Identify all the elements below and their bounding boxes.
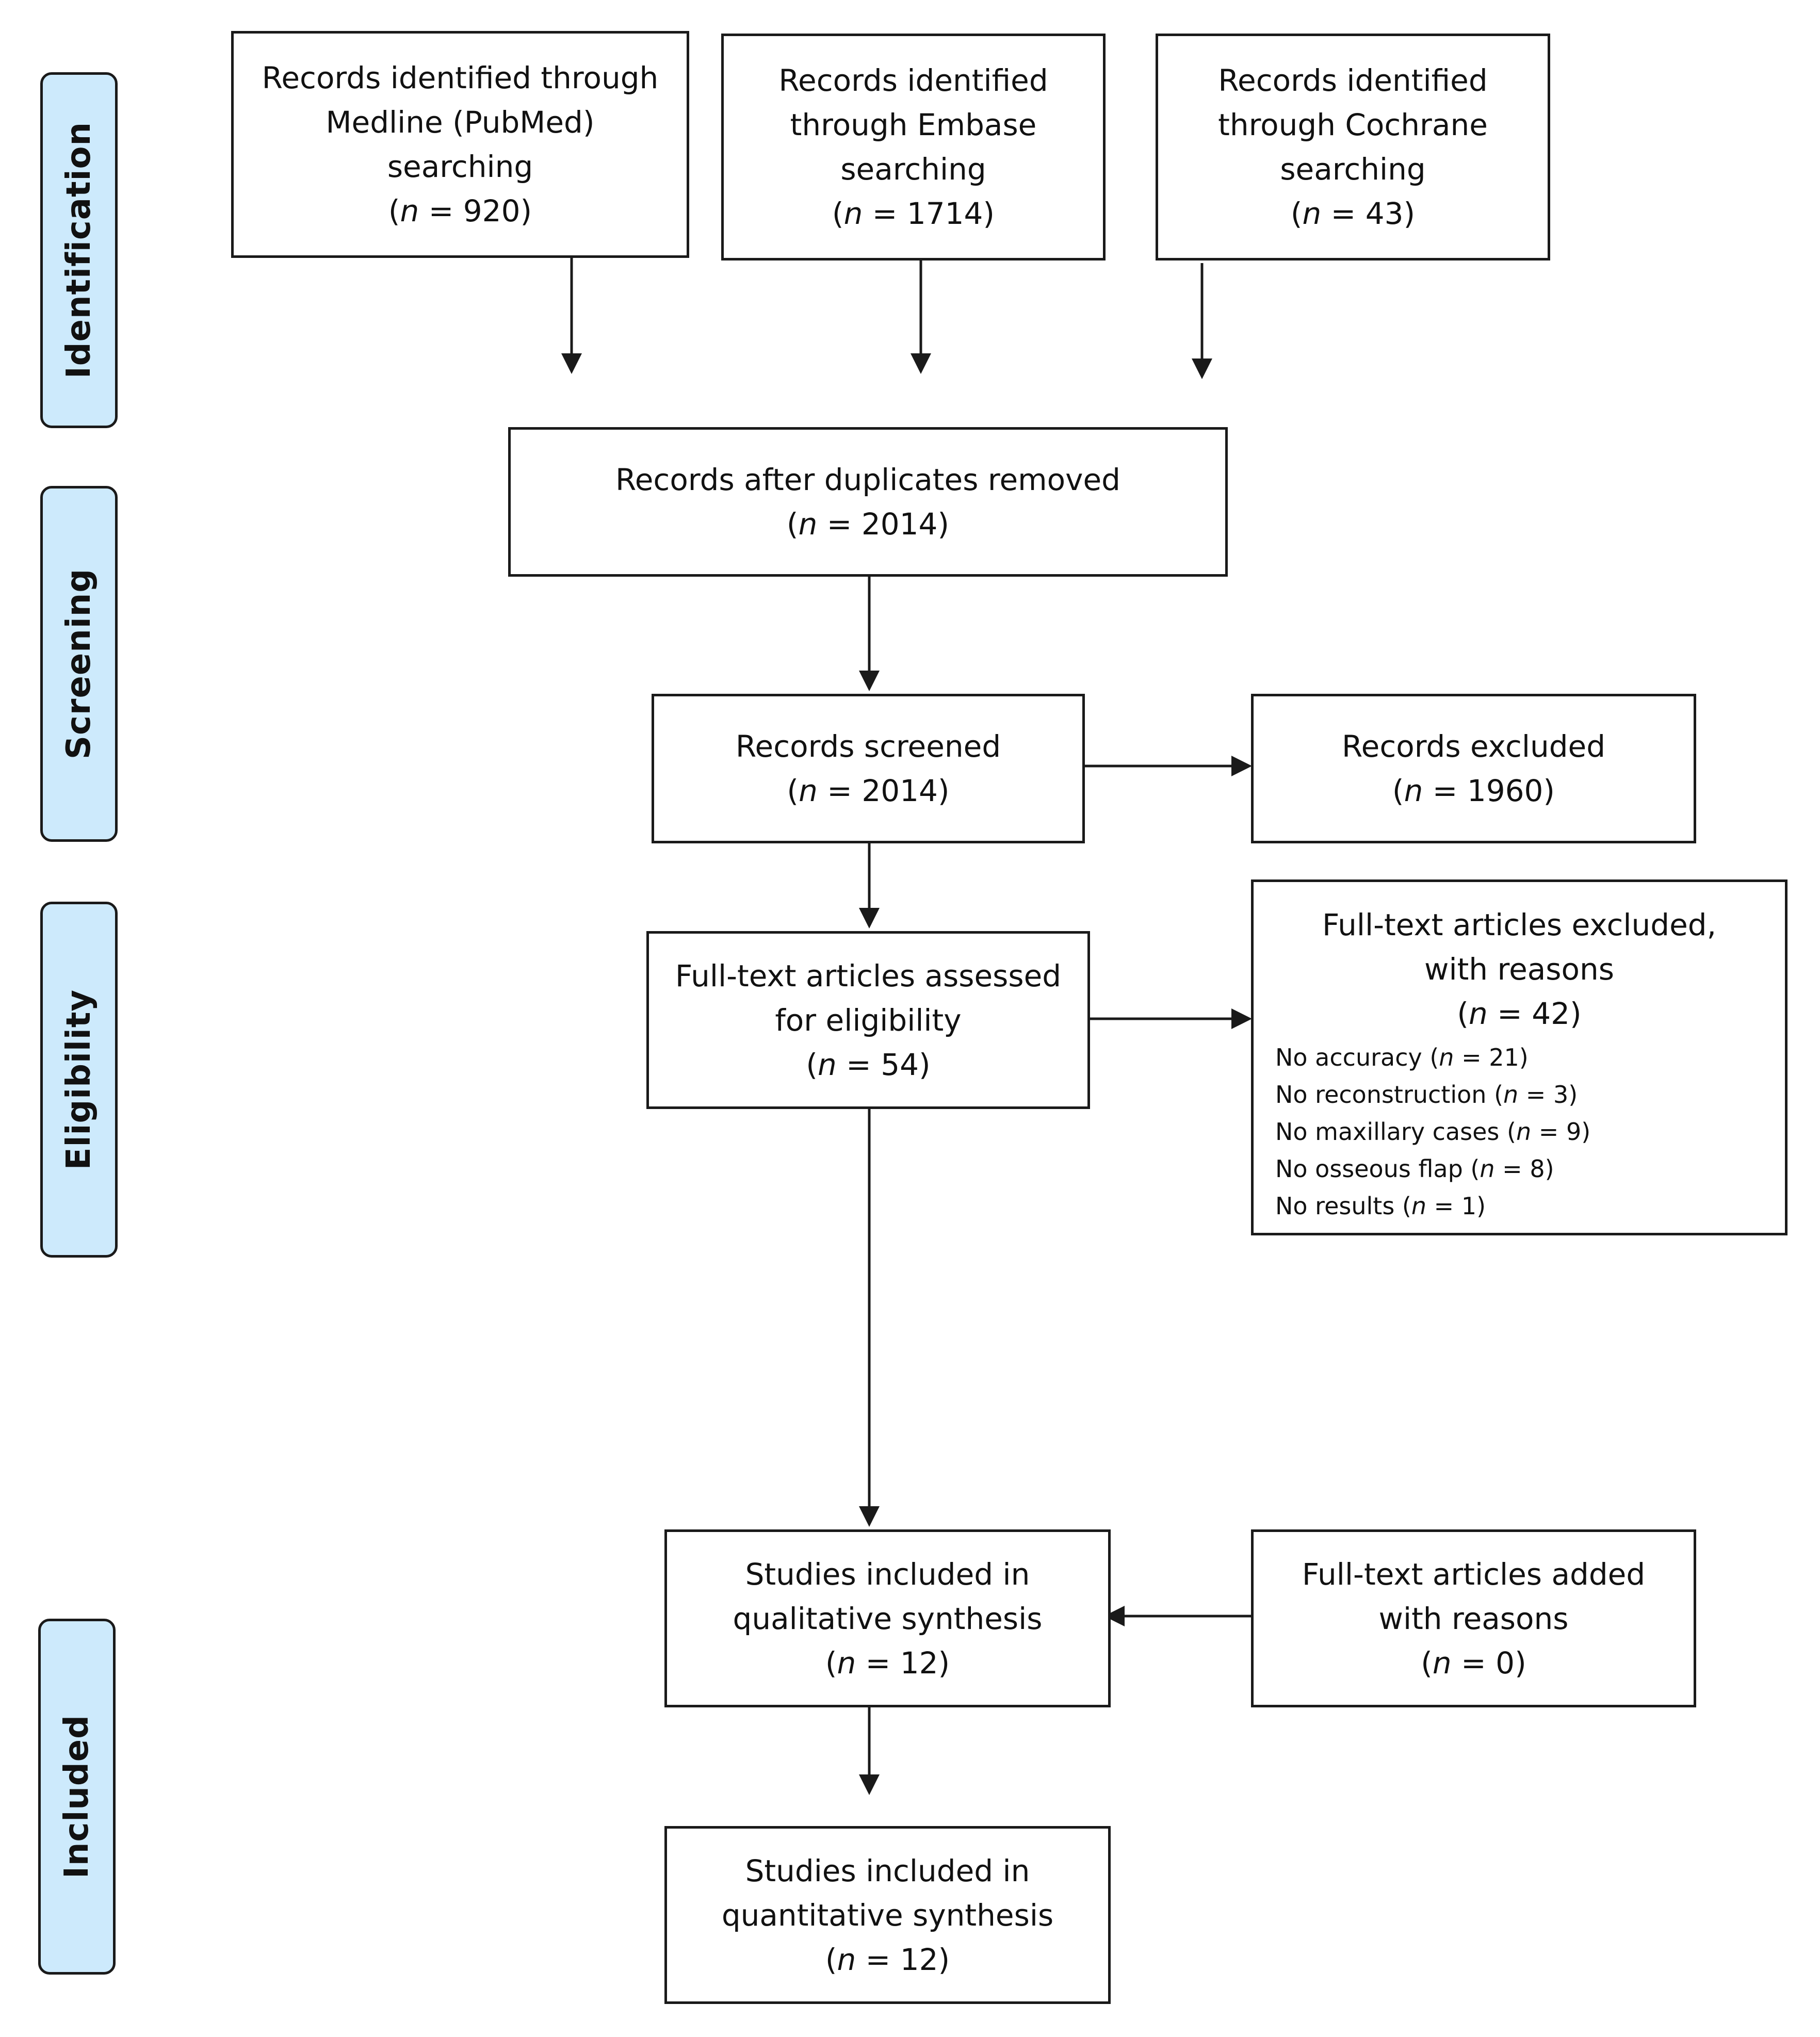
box-count: (n = 42) [1457,996,1582,1031]
box-count: (n = 12) [825,1942,950,1977]
count-value: 2014 [861,507,938,542]
reason-count: 3 [1553,1081,1569,1109]
box-cochrane: Records identified through Cochrane sear… [1156,34,1550,260]
box-text-line: Records screened [735,729,1001,764]
box-count: (n = 1960) [1392,773,1555,808]
n-symbol: n [837,1942,856,1977]
n-symbol: n [817,1047,837,1082]
stage-label: Screening [60,568,98,760]
stage-label: Included [58,1715,96,1879]
box-records-screened: Records screened (n = 2014) [652,694,1085,843]
n-symbol: n [1432,1645,1452,1681]
box-fulltext-excluded: Full-text articles excluded, with reason… [1251,879,1788,1235]
stage-label: Identification [60,121,98,379]
box-text-line: Studies included in [745,1556,1030,1592]
box-text-line: through Embase [790,107,1037,142]
stage-label: Eligibility [60,989,98,1170]
stage-identification: Identification [40,72,118,428]
n-symbol: n [1439,1044,1454,1071]
exclusion-reason: No results (n = 1) [1275,1192,1486,1220]
box-duplicates-removed: Records after duplicates removed (n = 20… [508,427,1228,577]
exclusion-reasons-list: No accuracy (n = 21) No reconstruction (… [1254,1039,1785,1225]
box-text-line: Records identified [1218,63,1488,98]
box-text-line: Records identified [778,63,1048,98]
reason-label: No accuracy [1275,1044,1422,1071]
reason-count: 8 [1530,1155,1545,1183]
count-value: 0 [1496,1645,1515,1681]
n-symbol: n [837,1645,856,1681]
box-records-excluded: Records excluded (n = 1960) [1251,694,1696,843]
count-value: 54 [881,1047,919,1082]
reason-label: No maxillary cases [1275,1118,1500,1146]
n-symbol: n [1468,996,1488,1031]
box-medline: Records identified through Medline (PubM… [231,31,689,258]
box-text-line: quantitative synthesis [721,1897,1054,1933]
n-symbol: n [1411,1192,1427,1220]
reason-count: 1 [1461,1192,1477,1220]
count-value: 42 [1532,996,1570,1031]
stage-screening: Screening [40,486,118,842]
count-value: 12 [900,1645,938,1681]
count-value: 1960 [1467,773,1543,808]
box-embase: Records identified through Embase search… [721,34,1106,260]
n-symbol: n [1516,1118,1532,1146]
reason-label: No osseous flap [1275,1155,1463,1183]
box-count: (n = 2014) [787,773,950,808]
n-symbol: n [1480,1155,1495,1183]
box-text-line: Full-text articles assessed [675,958,1062,993]
box-text-line: Studies included in [745,1853,1030,1888]
stage-eligibility: Eligibility [40,902,118,1258]
n-symbol: n [400,193,419,229]
box-count: (n = 0) [1421,1645,1526,1681]
box-qualitative-synthesis: Studies included in qualitative synthesi… [664,1529,1111,1707]
exclusion-reason: No osseous flap (n = 8) [1275,1155,1554,1183]
box-count: (n = 54) [806,1047,931,1082]
count-value: 43 [1365,196,1404,231]
stage-included: Included [38,1619,116,1975]
count-value: 1714 [906,196,983,231]
exclusion-reason: No maxillary cases (n = 9) [1275,1118,1591,1146]
exclusion-reason: No reconstruction (n = 3) [1275,1081,1578,1109]
count-value: 12 [900,1942,938,1977]
box-count: (n = 1714) [832,196,995,231]
box-fulltext-added: Full-text articles added with reasons (n… [1251,1529,1696,1707]
reason-count: 21 [1489,1044,1519,1071]
reason-count: 9 [1566,1118,1582,1146]
box-text-line: qualitative synthesis [733,1601,1043,1636]
exclusion-reason: No accuracy (n = 21) [1275,1044,1529,1071]
box-text-line: Records excluded [1341,729,1606,764]
count-value: 920 [463,193,521,229]
box-text-line: Records identified through [262,60,659,95]
box-quantitative-synthesis: Studies included in quantitative synthes… [664,1826,1111,2004]
box-text-line: searching [840,152,986,187]
n-symbol: n [798,507,818,542]
box-fulltext-assessed: Full-text articles assessed for eligibil… [646,931,1090,1109]
box-text-line: Medline (PubMed) [326,105,595,140]
n-symbol: n [843,196,863,231]
box-count: (n = 12) [825,1645,950,1681]
n-symbol: n [1404,773,1423,808]
box-text-line: through Cochrane [1218,107,1488,142]
n-symbol: n [1503,1081,1519,1109]
reason-label: No reconstruction [1275,1081,1487,1109]
box-count: (n = 920) [388,193,532,229]
n-symbol: n [1302,196,1322,231]
box-text-line: with reasons [1378,1601,1569,1636]
count-value: 2014 [862,773,938,808]
box-text-line: Full-text articles added [1302,1556,1646,1592]
reason-label: No results [1275,1192,1395,1220]
box-text-line: with reasons [1424,952,1614,987]
box-text-line: Full-text articles excluded, [1322,907,1717,942]
box-count: (n = 2014) [786,507,950,542]
box-text-line: for eligibility [775,1002,962,1038]
n-symbol: n [799,773,818,808]
box-text-line: searching [1280,152,1426,187]
box-count: (n = 43) [1290,196,1416,231]
box-text-line: Records after duplicates removed [615,462,1120,497]
box-text-line: searching [387,149,533,184]
